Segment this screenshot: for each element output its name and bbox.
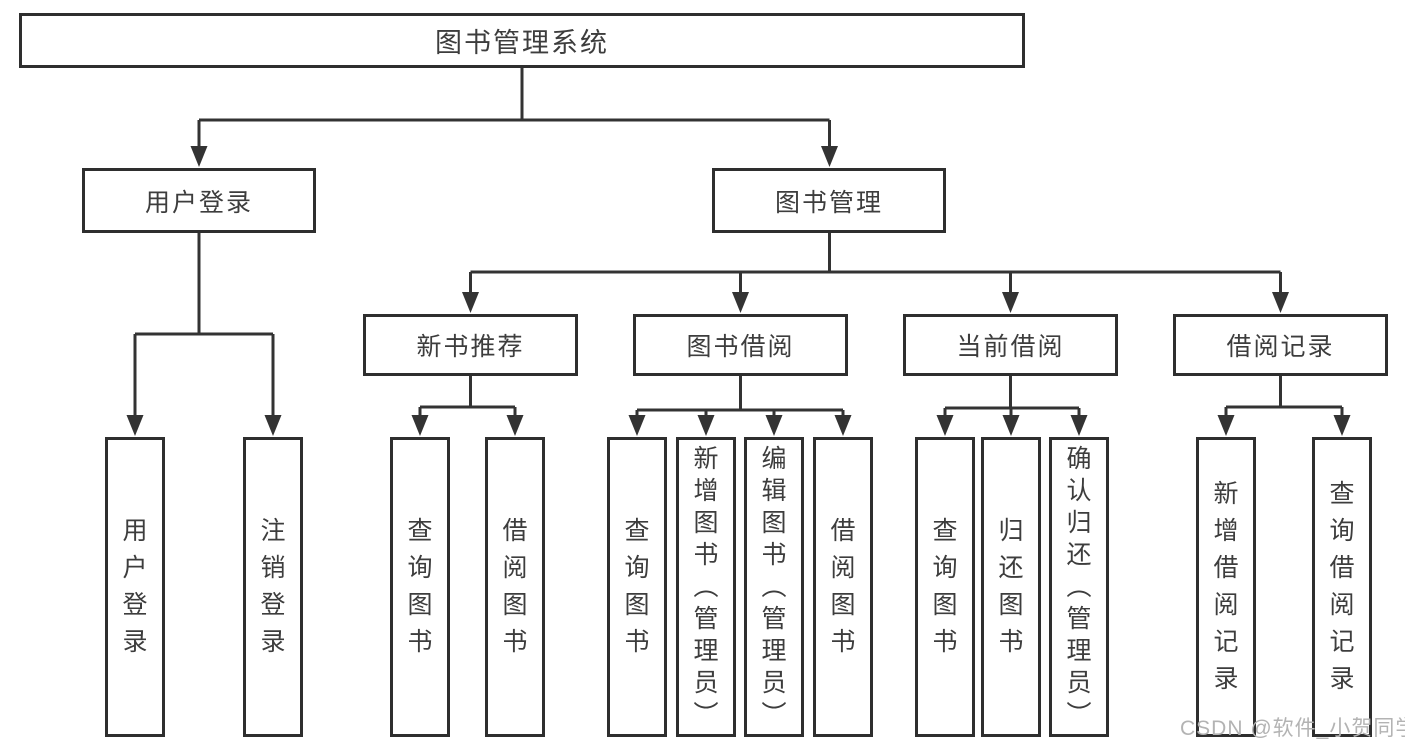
node-borrowing-records: 借阅记录: [1173, 314, 1388, 376]
node-label: 查 询 图 书: [932, 517, 958, 656]
node-label: 当前借阅: [956, 333, 1065, 361]
node-label: 借阅记录: [1226, 333, 1335, 361]
node-label: 用 户 登 录: [122, 517, 148, 656]
connector-book-management: [469, 233, 1282, 303]
node-label: 编 辑 图 书 ︵ 管 理 员 ︶: [761, 445, 787, 729]
node-book-borrowing: 图书借阅: [633, 314, 848, 376]
node-label: 查 询 借 阅 记 录: [1329, 480, 1355, 693]
leaf-query-books-current: 查 询 图 书: [915, 437, 975, 737]
watermark: CSDN @软件_小贺同学: [1180, 717, 1405, 740]
leaf-add-borrow-record: 新 增 借 阅 记 录: [1196, 437, 1256, 737]
arrowhead-icons: [126, 146, 1351, 436]
node-book-management: 图书管理: [712, 168, 946, 233]
node-label: 图书管理系统: [435, 28, 609, 58]
node-label: 图书管理: [774, 188, 883, 217]
node-label: 新 增 借 阅 记 录: [1213, 480, 1239, 693]
node-new-book-recommendation: 新书推荐: [363, 314, 578, 376]
node-label: 借 阅 图 书: [502, 517, 528, 656]
leaf-borrow-books-borrowing: 借 阅 图 书: [813, 437, 873, 737]
node-label: 确 认 归 还 ︵ 管 理 员 ︶: [1066, 445, 1092, 729]
node-label: 新 增 图 书 ︵ 管 理 员 ︶: [693, 445, 719, 729]
leaf-query-books-recommend: 查 询 图 书: [390, 437, 450, 737]
node-label: 查 询 图 书: [624, 517, 650, 656]
node-label: 用户登录: [144, 188, 253, 217]
connector-root: [197, 68, 831, 156]
connector-book-borrowing: [635, 376, 845, 425]
connector-borrowing-records: [1224, 376, 1344, 425]
node-label: 注 销 登 录: [260, 517, 286, 656]
node-current-borrowing: 当前借阅: [903, 314, 1118, 376]
node-label: 归 还 图 书: [998, 517, 1024, 656]
node-user-login: 用户登录: [82, 168, 316, 233]
node-label: 图书借阅: [686, 333, 795, 361]
leaf-confirm-return-admin: 确 认 归 还 ︵ 管 理 员 ︶: [1049, 437, 1109, 737]
leaf-borrow-books-recommend: 借 阅 图 书: [485, 437, 545, 737]
leaf-edit-book-admin: 编 辑 图 书 ︵ 管 理 员 ︶: [744, 437, 804, 737]
connector-user-login: [133, 233, 275, 425]
leaf-return-books: 归 还 图 书: [981, 437, 1041, 737]
node-label: 新书推荐: [416, 333, 525, 361]
leaf-query-borrow-record: 查 询 借 阅 记 录: [1312, 437, 1372, 737]
leaf-query-books-borrowing: 查 询 图 书: [607, 437, 667, 737]
leaf-user-login: 用 户 登 录: [105, 437, 165, 737]
connector-new-book-recommendation: [418, 376, 517, 425]
leaf-add-book-admin: 新 增 图 书 ︵ 管 理 员 ︶: [676, 437, 736, 737]
node-label: 查 询 图 书: [407, 517, 433, 656]
node-label: 借 阅 图 书: [830, 517, 856, 656]
leaf-logout: 注 销 登 录: [243, 437, 303, 737]
node-book-management-system: 图书管理系统: [19, 13, 1025, 68]
